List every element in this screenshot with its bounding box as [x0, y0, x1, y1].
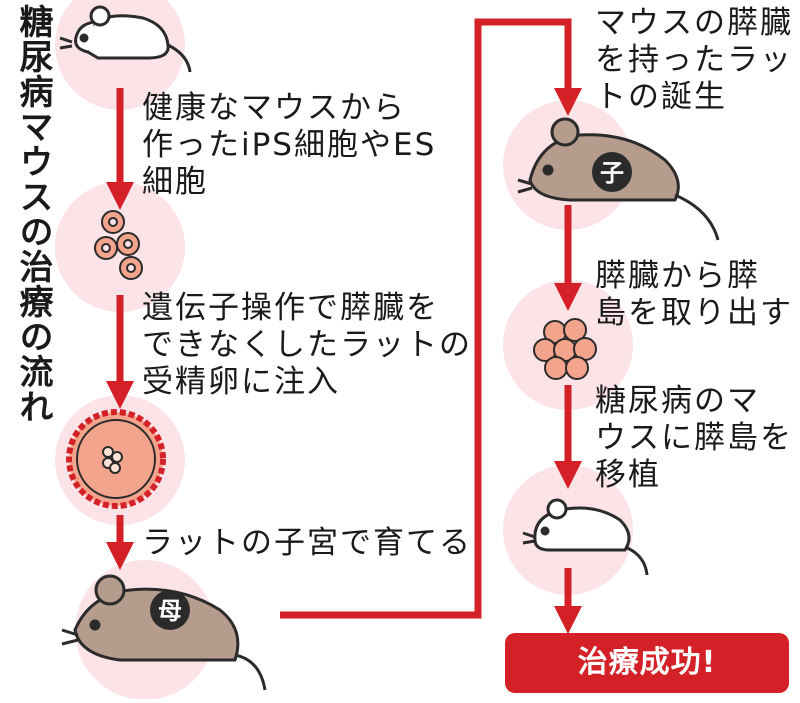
child-badge-text: 子 [600, 159, 624, 187]
cells-icon [94, 210, 143, 280]
mother-badge-text: 母 [158, 597, 182, 625]
step-2-text: 遺伝子操作で膵臓を できなくしたラットの 受精卵に注入 [142, 290, 472, 400]
child-badge: 子 [592, 152, 632, 192]
step-1-text: 健康なマウスから 作ったiPS細胞やES 細胞 [142, 90, 437, 200]
step-5-text: 膵臓から膵 島を取り出す [595, 258, 793, 331]
step-6-text: 糖尿病のマ ウスに膵島を 移植 [595, 383, 793, 493]
egg-icon [66, 409, 166, 509]
result-badge: 治療成功! [505, 633, 789, 693]
arrow-connector [280, 18, 582, 619]
islet-icon [533, 318, 597, 380]
step-3-text: ラットの子宮で育てる [142, 525, 472, 561]
mouse-icon [59, 5, 192, 73]
flow-arrows [106, 18, 582, 634]
step-4-text: マウスの膵臓 を持ったラッ トの誕生 [595, 5, 793, 115]
diagram-title: 糖尿病マウスの治療の流れ [13, 4, 53, 424]
mother-badge: 母 [150, 590, 190, 630]
mouse-icon-treated [522, 498, 649, 576]
